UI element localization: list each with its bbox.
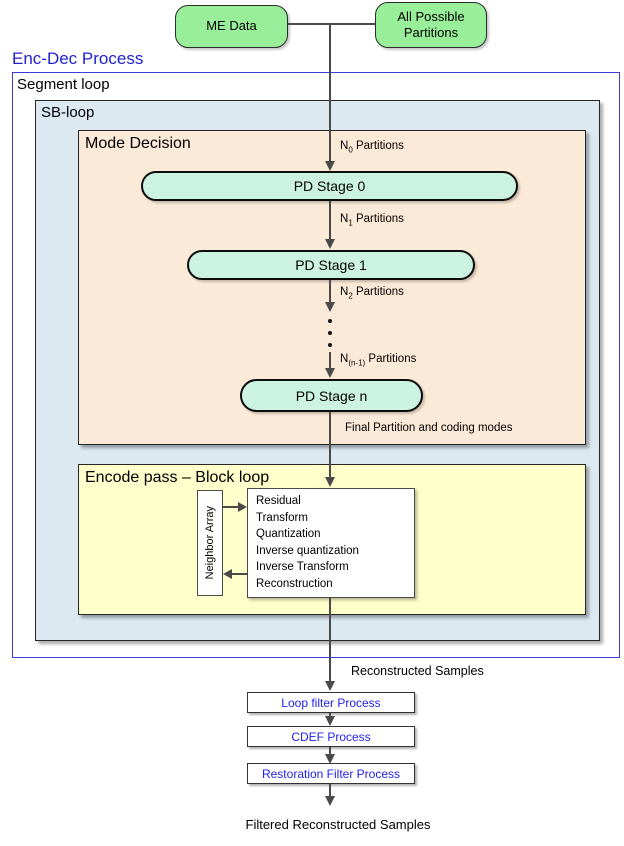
flow-line <box>329 747 331 755</box>
step-residual: Residual <box>256 495 301 507</box>
loop-filter-process-box: Loop filter Process <box>247 692 415 713</box>
pd-stage-1-pill: PD Stage 1 <box>187 250 475 280</box>
ellipsis-dot <box>328 331 332 335</box>
me-data-box: ME Data <box>175 5 288 48</box>
steps-to-neighbor-arrowhead <box>223 569 232 579</box>
mode-decision-title: Mode Decision <box>85 135 191 152</box>
flow-arrowhead <box>325 796 335 806</box>
coding-steps-box: Residual Transform Quantization Inverse … <box>247 488 415 598</box>
flow-line <box>329 24 331 161</box>
flow-line <box>329 713 331 718</box>
neighbor-to-steps-arrowhead <box>238 502 247 512</box>
flow-line <box>329 352 331 368</box>
flow-arrowhead <box>325 681 335 691</box>
final-partition-label: Final Partition and coding modes <box>345 422 513 434</box>
step-inverse-quantization: Inverse quantization <box>256 544 359 557</box>
n1-partitions-label: N1 Partitions <box>340 213 404 228</box>
flow-line <box>329 280 331 302</box>
step-quantization: Quantization <box>256 528 321 540</box>
flow-arrowhead <box>325 368 335 378</box>
reconstructed-samples-label: Reconstructed Samples <box>351 664 484 678</box>
n-n-1-partitions-label: N(n-1) Partitions <box>340 353 417 368</box>
me-data-label: ME Data <box>206 18 257 34</box>
filtered-reconstructed-samples-label: Filtered Reconstructed Samples <box>245 817 431 832</box>
flow-line <box>329 784 331 797</box>
cdef-process-box: CDEF Process <box>247 726 415 747</box>
n2-partitions-label: N2 Partitions <box>340 286 404 301</box>
flow-line <box>329 598 331 681</box>
neighbor-to-steps-line <box>223 506 238 508</box>
restoration-filter-process-box: Restoration Filter Process <box>247 763 415 784</box>
flow-line <box>329 412 331 477</box>
all-possible-partitions-box: All Possible Partitions <box>375 2 487 48</box>
steps-to-neighbor-line <box>232 573 247 575</box>
pd-stage-n-pill: PD Stage n <box>240 379 423 412</box>
sb-loop-label: SB-loop <box>41 104 95 121</box>
flow-arrowhead <box>325 716 335 726</box>
ellipsis-dot <box>328 343 332 347</box>
step-reconstruction: Reconstruction <box>256 577 333 590</box>
all-possible-partitions-label: All Possible Partitions <box>397 8 465 40</box>
ellipsis-dot <box>328 319 332 323</box>
step-inverse-transform: Inverse Transform <box>256 561 349 573</box>
flow-line <box>329 201 331 239</box>
flow-arrowhead <box>325 477 335 487</box>
n0-partitions-label: N0 Partitions <box>340 140 404 155</box>
step-transform: Transform <box>256 511 308 524</box>
encode-pass-title: Encode pass – Block loop <box>85 469 270 486</box>
flow-arrowhead <box>325 754 335 764</box>
flow-arrowhead <box>325 161 335 171</box>
segment-loop-label: Segment loop <box>17 76 110 93</box>
pd-stage-0-pill: PD Stage 0 <box>141 171 518 201</box>
flow-arrowhead <box>325 239 335 249</box>
neighbor-array-box: Neighbor Array <box>197 490 223 596</box>
diagram-title: Enc-Dec Process <box>12 49 144 68</box>
input-connector-line <box>288 23 375 25</box>
flow-arrowhead <box>325 302 335 312</box>
neighbor-array-label: Neighbor Array <box>204 506 216 580</box>
